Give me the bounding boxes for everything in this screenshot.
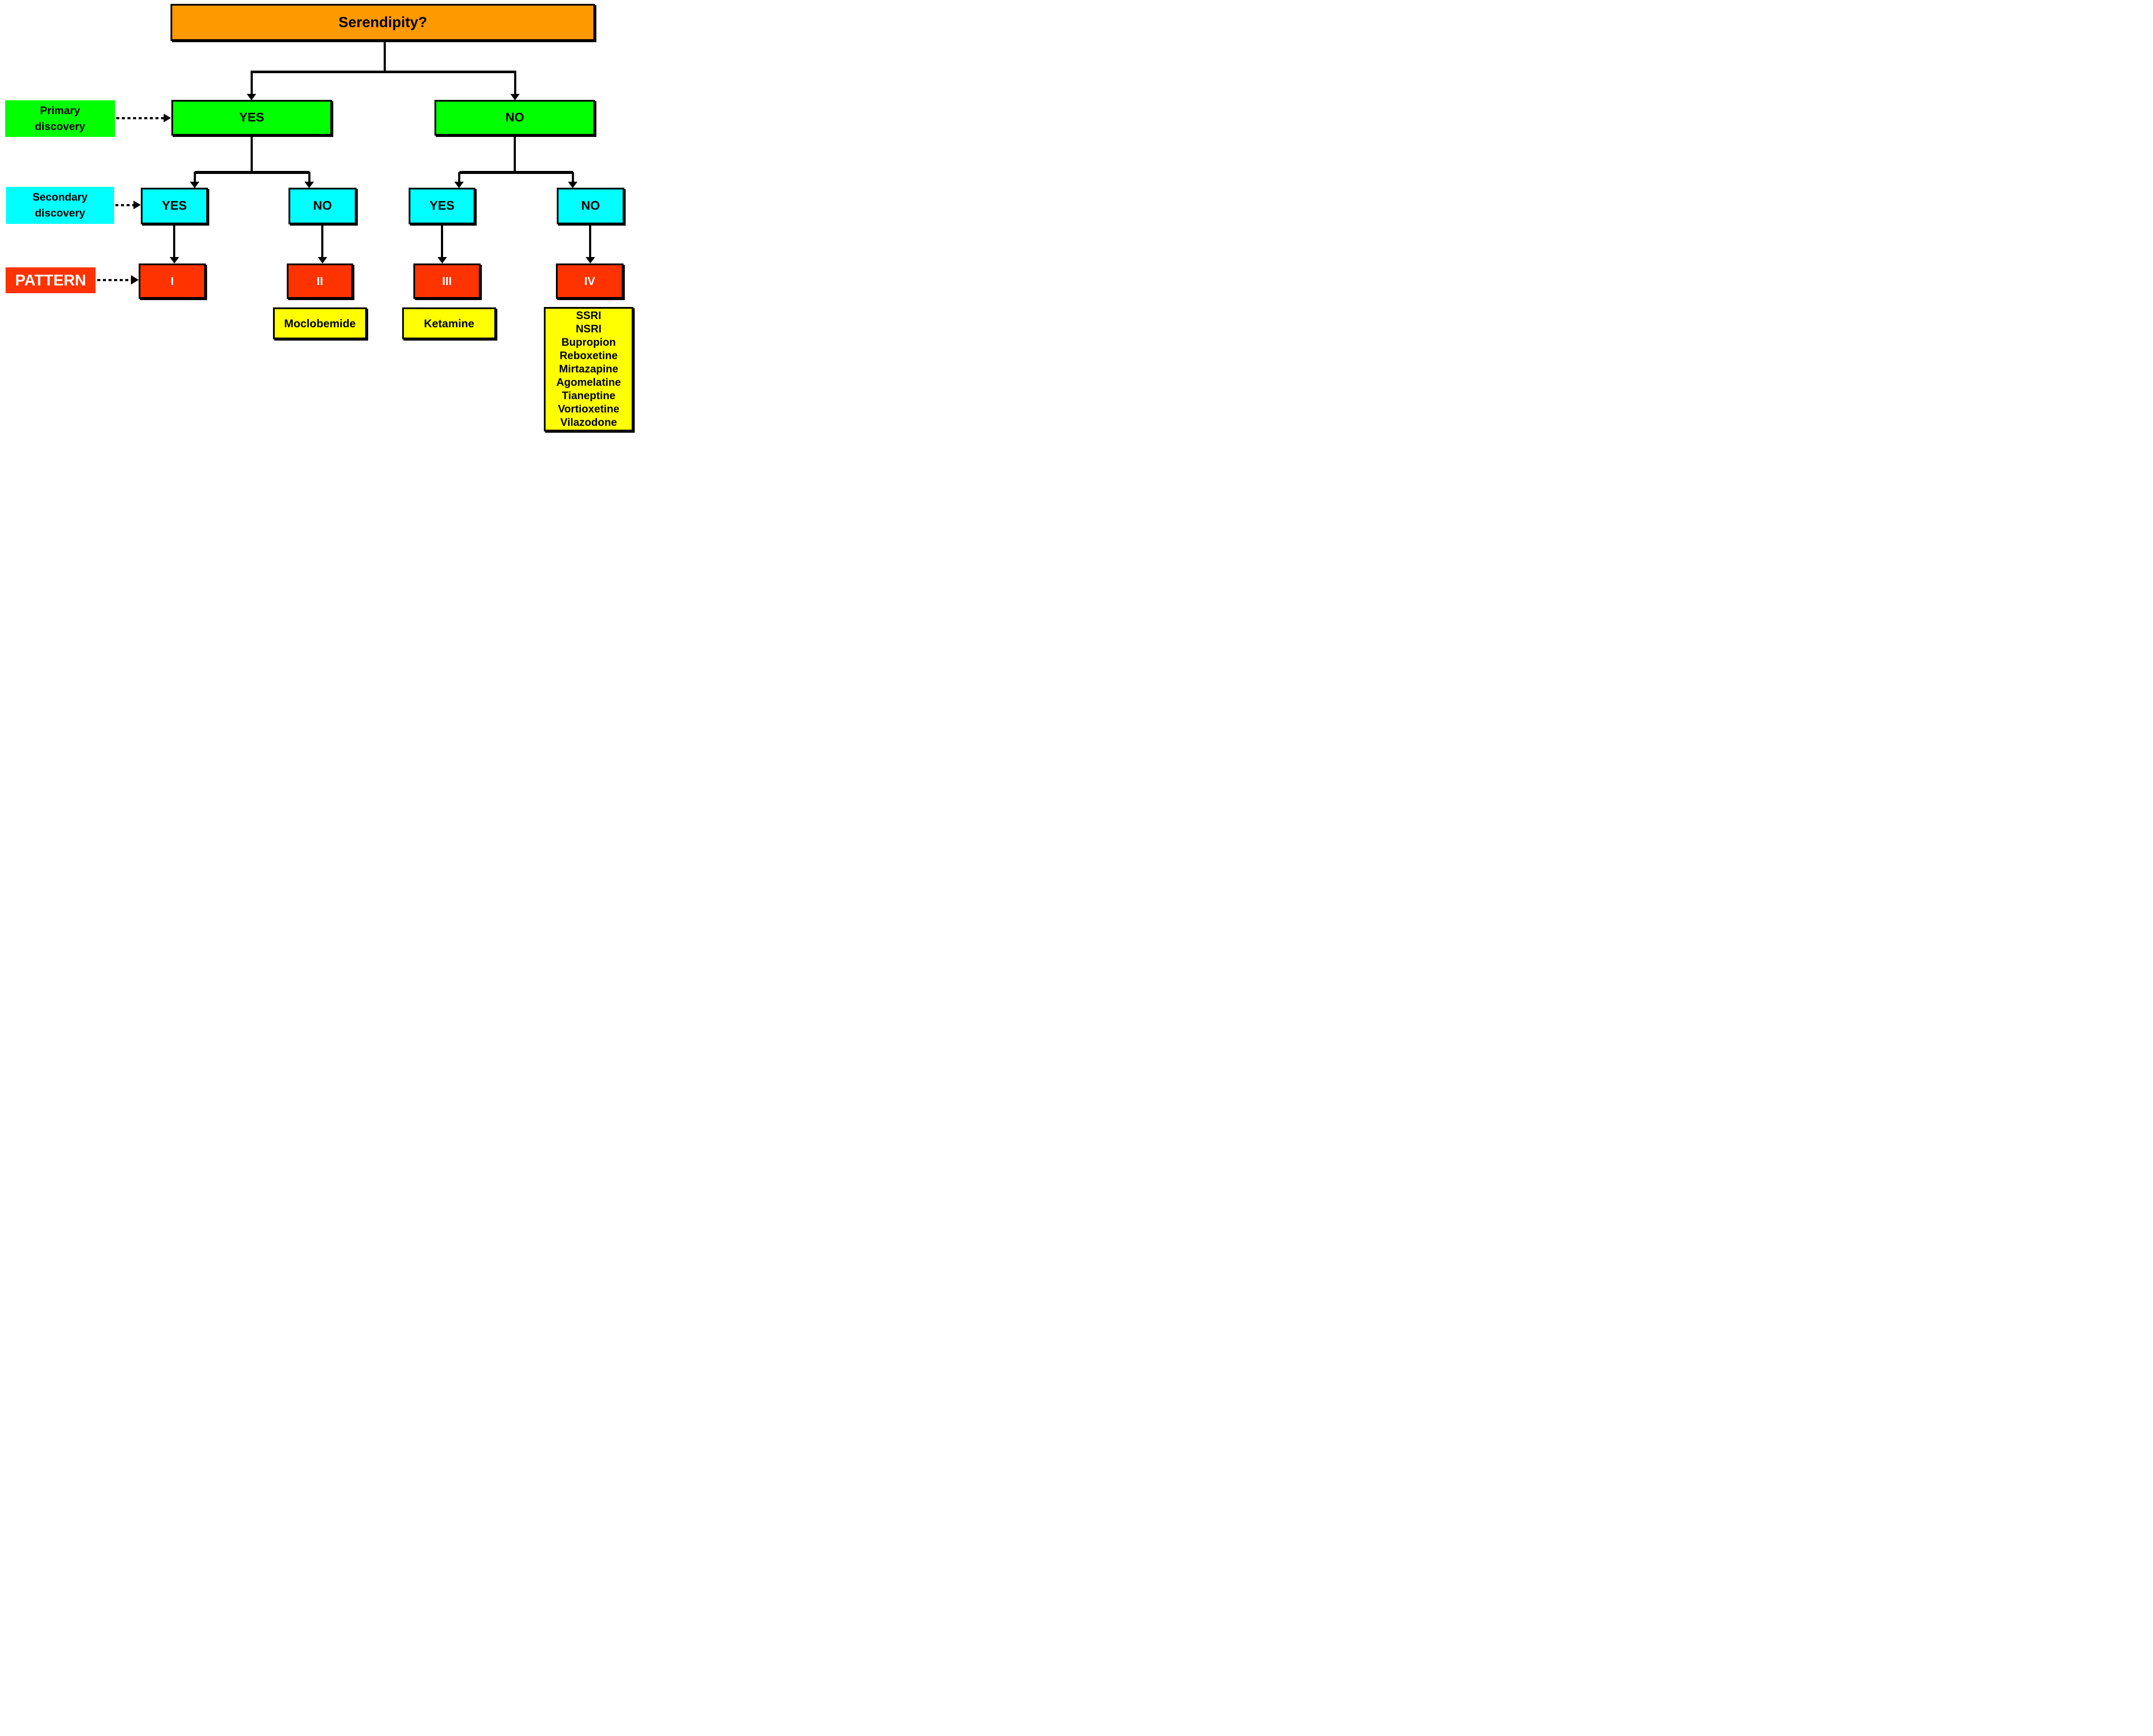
- dotted-line-pattern-legend: [97, 279, 131, 281]
- node-primary-yes-label: YES: [239, 111, 264, 124]
- node-secondary-yes-right: YES: [409, 188, 475, 224]
- flow-line-to-pattern-ii: [321, 224, 323, 258]
- flow-line-to-pattern-iii: [441, 224, 443, 258]
- flow-line-to-primary-no: [514, 71, 516, 95]
- node-serendipity-label: Serendipity?: [338, 14, 427, 31]
- drug-box-moclobemide: Moclobemide: [273, 307, 367, 339]
- node-secondary-no-right: NO: [557, 188, 624, 224]
- flow-line-title-distributor: [251, 71, 516, 73]
- node-pattern-iii-label: III: [442, 274, 452, 288]
- arrow-right-icon: [131, 275, 139, 285]
- arrow-down-icon: [510, 94, 520, 100]
- legend-primary-discovery: Primary discovery: [5, 100, 115, 137]
- node-primary-no: NO: [434, 100, 595, 136]
- dotted-line-secondary-legend: [115, 204, 133, 206]
- flowchart-canvas: Serendipity? Primary discovery Secondary…: [0, 0, 641, 434]
- arrow-right-icon: [164, 114, 171, 122]
- node-secondary-yes-right-label: YES: [429, 199, 455, 213]
- flow-line-to-pattern-i: [173, 224, 175, 258]
- arrow-down-icon: [304, 182, 314, 188]
- drug-list-item: Vortioxetine: [558, 403, 620, 415]
- arrow-down-icon: [568, 182, 577, 188]
- legend-pattern-label: PATTERN: [15, 271, 86, 289]
- flow-line-to-secondary-no-right: [572, 172, 574, 183]
- legend-primary-line2: discovery: [35, 120, 85, 133]
- flow-line-right-distributor: [459, 171, 573, 174]
- drug-box-pattern-iv-list: SSRI NSRI Bupropion Reboxetine Mirtazapi…: [544, 307, 633, 431]
- legend-secondary-discovery: Secondary discovery: [6, 187, 114, 224]
- node-pattern-iii: III: [413, 264, 481, 299]
- flow-line-left-distributor: [195, 171, 310, 174]
- node-secondary-yes-left: YES: [141, 188, 208, 224]
- node-pattern-ii: II: [287, 264, 353, 299]
- arrow-down-icon: [247, 94, 256, 100]
- drug-ketamine-label: Ketamine: [424, 316, 475, 330]
- flow-line-primary-yes-stem: [251, 136, 253, 174]
- flow-line-to-secondary-no-left: [308, 172, 310, 183]
- node-secondary-no-right-label: NO: [581, 199, 600, 213]
- node-secondary-no-left: NO: [289, 188, 357, 224]
- node-primary-yes: YES: [171, 100, 332, 136]
- node-pattern-i-label: I: [171, 274, 174, 288]
- flow-line-title-stem: [384, 41, 386, 73]
- node-pattern-iv-label: IV: [584, 274, 596, 288]
- drug-moclobemide-label: Moclobemide: [284, 316, 356, 330]
- node-pattern-i: I: [139, 264, 206, 299]
- drug-list-item: Agomelatine: [556, 376, 621, 388]
- flow-line-to-primary-yes: [251, 71, 253, 95]
- flow-line-to-secondary-yes-left: [194, 172, 196, 183]
- flow-line-to-pattern-iv: [589, 224, 591, 258]
- arrow-down-icon: [437, 257, 447, 264]
- arrow-down-icon: [170, 257, 179, 264]
- legend-secondary-line2: discovery: [35, 207, 85, 219]
- drug-list-item: Tianeptine: [562, 390, 616, 402]
- node-pattern-iv: IV: [556, 264, 624, 299]
- drug-list-item: Mirtazapine: [559, 363, 618, 375]
- node-primary-no-label: NO: [505, 111, 524, 124]
- arrow-down-icon: [454, 182, 464, 188]
- node-pattern-ii-label: II: [316, 274, 323, 288]
- arrow-right-icon: [133, 201, 141, 209]
- flow-line-to-secondary-yes-right: [458, 172, 460, 183]
- legend-primary-line1: Primary: [40, 104, 81, 117]
- dotted-line-primary-legend: [116, 117, 164, 119]
- arrow-down-icon: [190, 182, 199, 188]
- drug-box-ketamine: Ketamine: [402, 307, 496, 339]
- legend-pattern: PATTERN: [6, 267, 96, 293]
- drug-list-item: Bupropion: [561, 336, 616, 348]
- drug-list-item: SSRI: [576, 310, 602, 322]
- arrow-down-icon: [318, 257, 327, 264]
- drug-list-item: NSRI: [576, 323, 602, 335]
- flow-line-primary-no-stem: [514, 136, 516, 174]
- node-secondary-yes-left-label: YES: [161, 199, 187, 213]
- drug-list-item: Reboxetine: [559, 350, 618, 362]
- node-serendipity: Serendipity?: [171, 4, 595, 41]
- drug-list-item: Vilazodone: [560, 416, 617, 428]
- node-secondary-no-left-label: NO: [313, 199, 332, 213]
- arrow-down-icon: [586, 257, 595, 264]
- legend-secondary-line1: Secondary: [32, 191, 88, 203]
